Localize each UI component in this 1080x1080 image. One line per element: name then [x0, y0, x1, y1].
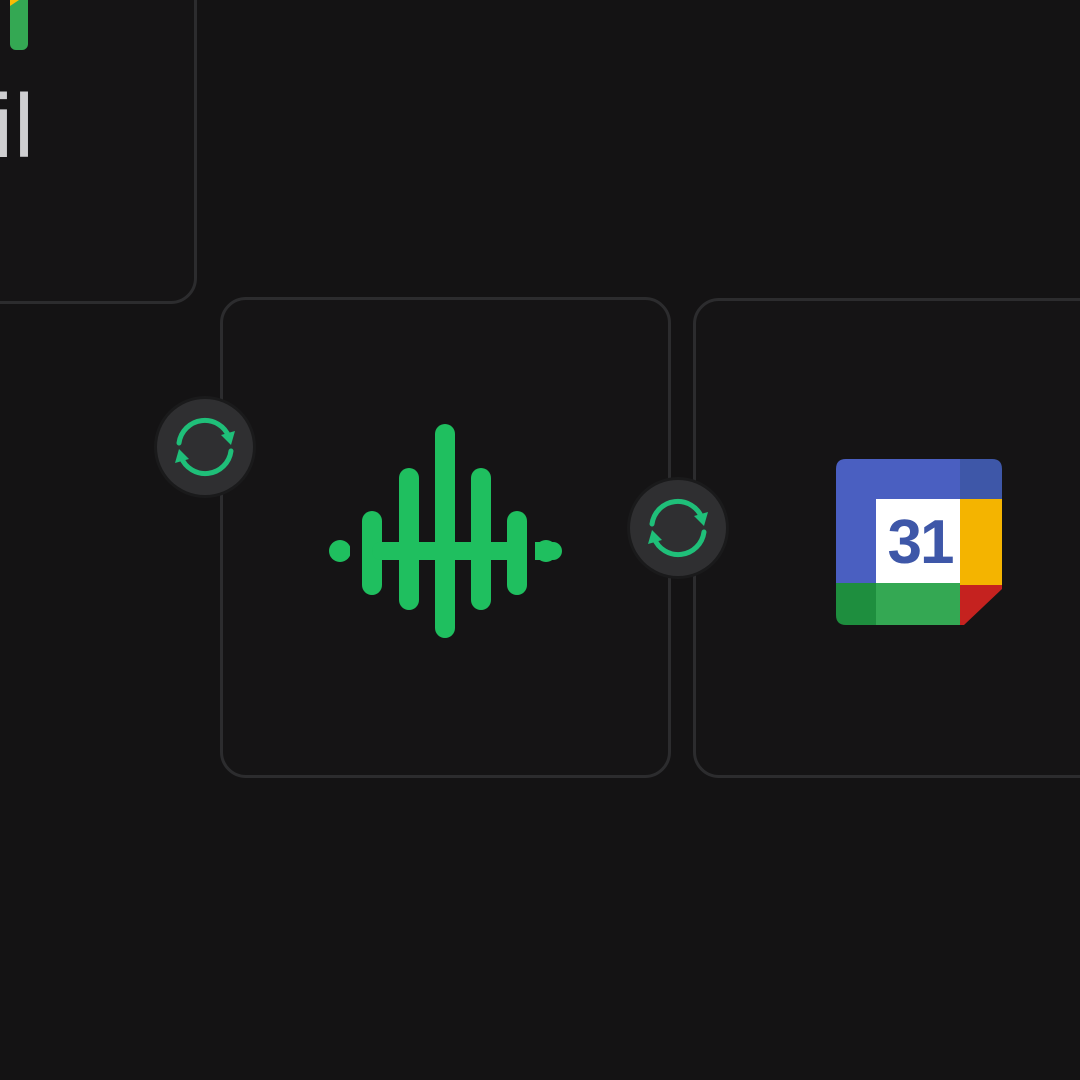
gmail-card[interactable] — [0, 0, 197, 304]
audio-waveform-icon — [329, 424, 562, 638]
sync-icon — [175, 417, 235, 477]
sync-icon — [648, 498, 708, 558]
sync-connector-left[interactable] — [157, 399, 253, 495]
gmail-logo-icon — [10, 0, 28, 50]
calendar-day-number: 31 — [887, 508, 955, 577]
google-calendar-icon — [836, 459, 1002, 625]
gmail-label: ail — [0, 77, 36, 177]
sync-connector-right[interactable] — [630, 480, 726, 576]
